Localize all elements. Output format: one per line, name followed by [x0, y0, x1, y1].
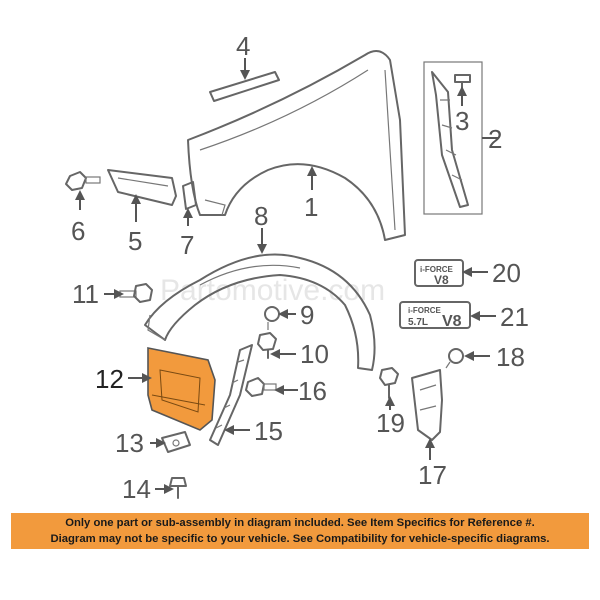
callout-19: 19: [376, 408, 405, 438]
callout-17: 17: [418, 460, 447, 490]
part-12-splash-shield: [147, 347, 216, 431]
callout-8: 8: [254, 201, 268, 231]
leader-lines: [75, 58, 496, 494]
part-11-bolt: [119, 283, 153, 303]
callout-15: 15: [254, 416, 283, 446]
callout-9: 9: [300, 300, 314, 330]
callout-10: 10: [300, 339, 329, 369]
part-13-clip: [161, 431, 191, 453]
watermark: Partomotive.com: [160, 274, 385, 307]
notice-banner: Only one part or sub-assembly in diagram…: [11, 513, 589, 549]
part-6-bolt: [65, 171, 101, 191]
callout-11: 11: [72, 279, 99, 309]
badge-21-engine: V8: [442, 313, 462, 330]
badge-21-brand: i-FORCE: [408, 306, 442, 315]
part-1-fender: [187, 50, 406, 241]
part-20-emblem: i-FORCE V8: [414, 259, 464, 287]
part-15-seal: [209, 344, 253, 446]
part-21-emblem: i-FORCE 5.7L V8: [399, 301, 471, 330]
callout-4: 4: [236, 31, 250, 61]
callout-13: 13: [115, 428, 144, 458]
part-8-liner: [144, 253, 376, 371]
badge-21-displacement: 5.7L: [408, 317, 428, 328]
part-5-bracket: [107, 169, 177, 206]
part-9-clip: [264, 306, 280, 330]
callout-numbers: 4 3 2 1 6 5 7 8 11 9 10 12 16 15 13 14 2…: [71, 31, 529, 504]
callout-2: 2: [488, 124, 502, 154]
callout-7: 7: [180, 230, 194, 260]
callout-12: 12: [95, 364, 124, 394]
part-4-molding: [209, 71, 280, 102]
callout-6: 6: [71, 216, 85, 246]
part-16-bolt: [245, 377, 277, 397]
callout-14: 14: [122, 474, 151, 504]
notice-line-2: Diagram may not be specific to your vehi…: [50, 533, 550, 545]
callout-21: 21: [500, 302, 529, 332]
callout-1: 1: [304, 192, 318, 222]
part-14-screw: [169, 477, 187, 499]
callout-3: 3: [455, 106, 469, 136]
part-17-mudflap: [411, 369, 443, 441]
part-2-box: [423, 61, 498, 215]
badge-20-engine: V8: [434, 273, 449, 287]
part-7-clip: [182, 181, 197, 210]
badge-20-brand: i-FORCE: [420, 265, 454, 274]
callout-18: 18: [496, 342, 525, 372]
callout-20: 20: [492, 258, 521, 288]
part-19-bolt: [379, 367, 399, 399]
notice-line-1: Only one part or sub-assembly in diagram…: [65, 517, 535, 529]
part-18-clip: [445, 348, 464, 369]
callout-16: 16: [298, 376, 327, 406]
callout-5: 5: [128, 226, 142, 256]
